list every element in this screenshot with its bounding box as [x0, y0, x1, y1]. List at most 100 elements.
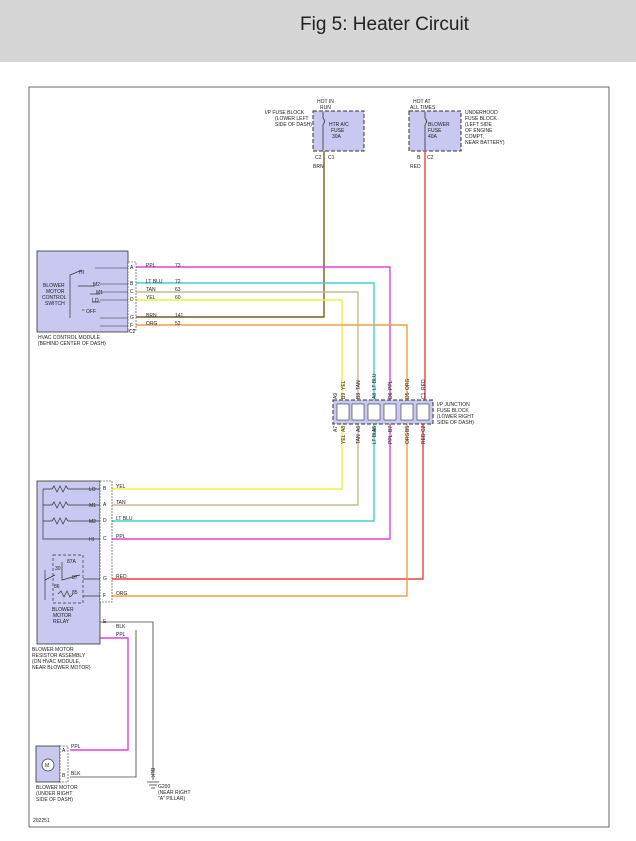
- junction-top-color-4: ORG: [405, 379, 411, 391]
- resistor-pin-e: E: [103, 619, 107, 625]
- underhood-l2: FUSE BLOCK: [465, 116, 497, 122]
- motor-wire-a: PPL: [71, 744, 81, 750]
- ground-wire-label: BLK: [149, 768, 155, 778]
- ip-fuse-block-l1: I/P FUSE BLOCK: [265, 110, 305, 116]
- wire-yel-top: [136, 299, 343, 400]
- control-wire-color-4: BRN: [146, 313, 157, 319]
- resistor-pin-c: C: [103, 536, 107, 542]
- junction-top-pin-4: D6: [388, 392, 394, 399]
- junction-bottom-color-3: PPL: [388, 434, 394, 444]
- assembly-label-l1: BLOWER MOTOR: [32, 647, 74, 653]
- wire-blk-resistor: [100, 621, 154, 780]
- blower-fuse-l3: 40A: [428, 134, 438, 140]
- header-bar: Fig 5: Heater Circuit: [0, 0, 636, 62]
- control-pin-g: G: [130, 315, 134, 321]
- resistor-pin-d: D: [103, 518, 107, 524]
- underhood-l5: COMPT,: [465, 134, 484, 140]
- motor-symbol: M: [45, 763, 49, 769]
- hvac-module-label-l2: (BEHIND CENTER OF DASH): [38, 341, 106, 347]
- motor-icon: [41, 758, 55, 772]
- control-pin-f: F: [130, 323, 133, 329]
- tap-m1: M1: [89, 503, 96, 509]
- control-pin-b: B: [130, 281, 134, 287]
- junction-bottom-pin-5: B5: [405, 426, 411, 432]
- junction-label-l1: I/P JUNCTION: [437, 402, 470, 408]
- resistor-wire-color-4: RED: [116, 574, 127, 580]
- control-pin-a: A: [130, 265, 134, 271]
- junction-label-l2: FUSE BLOCK: [437, 408, 469, 414]
- junction-top-pin-1: B9: [341, 393, 347, 399]
- switch-symbol-icon: [69, 269, 100, 318]
- control-circuit-5: 52: [175, 321, 181, 327]
- resistor-pin-f: F: [103, 593, 106, 599]
- junction-top-color-1: TAN: [356, 380, 362, 390]
- red-top-label: RED: [410, 164, 421, 170]
- pin-b-right: B: [417, 155, 421, 161]
- relay-pin-30: 30: [55, 566, 61, 572]
- resistor-wire-color-5: ORG: [116, 591, 128, 597]
- junction-label-l4: SIDE OF DASH): [437, 420, 474, 426]
- control-wire-color-2: TAN: [146, 287, 156, 293]
- relay-pin-87: 87: [72, 575, 78, 581]
- resistor-pin-b: B: [103, 486, 107, 492]
- blower-motor: M A PPL B BLK BLOWER MOTOR (UNDER RIGHT …: [35, 744, 81, 803]
- tap-lo: LO: [89, 487, 96, 493]
- assembly-label-l2: RESISTOR ASSEMBLY: [32, 653, 86, 659]
- wire-org-top: [136, 324, 408, 400]
- motor-label-l3: SIDE OF DASH): [36, 797, 73, 803]
- wire-tan-bottom: [112, 424, 359, 506]
- blower-fuse-l2: FUSE: [428, 128, 442, 134]
- ip-junction-block: I/P JUNCTION FUSE BLOCK (LOWER RIGHT SID…: [332, 399, 474, 426]
- junction-bottom-color-2: LT BLU: [372, 427, 378, 444]
- relay-pin-85: 85: [72, 590, 78, 596]
- hvac-control-module: BLOWER MOTOR CONTROL SWITCH HI M2 M1 LO …: [36, 250, 137, 347]
- wire-ltblu-top: [136, 282, 375, 400]
- wire-ppl-motor: [70, 637, 129, 751]
- junction-top-color-2: LT BLU: [372, 373, 378, 390]
- underhood-l6: NEAR BATTERY): [465, 140, 505, 146]
- relay-box: [52, 554, 84, 604]
- control-circuit-1: 72: [175, 279, 181, 285]
- switch-pos-m1: M1: [96, 290, 103, 296]
- junction-label-l3: (LOWER RIGHT: [437, 414, 474, 420]
- junction-bottom-color-1: TAN: [356, 434, 362, 444]
- underhood-l4: OF ENGINE: [465, 128, 493, 134]
- c2-right: C2: [427, 155, 434, 161]
- switch-label-l1: BLOWER: [43, 283, 65, 289]
- wire-blk-motor: [70, 630, 137, 778]
- junction-top-pin-0: A9: [333, 393, 339, 399]
- wire-brn: [136, 151, 325, 318]
- hot-in-run-l2: RUN: [320, 105, 331, 111]
- htr-fuse-l3: 30A: [332, 134, 342, 140]
- junction-bottom-pin-6: C2: [421, 425, 427, 432]
- resistor-pin-a: A: [103, 502, 107, 508]
- junction-top-color-5: RED: [421, 379, 427, 390]
- page-title: Fig 5: Heater Circuit: [300, 14, 469, 35]
- switch-pos-hi: HI: [79, 270, 84, 276]
- junction-top-pin-6: C1: [421, 392, 427, 399]
- motor-pin-a: A: [62, 748, 66, 754]
- resistor-wire-color-3: PPL: [116, 534, 126, 540]
- fuse-symbol-icon: [322, 117, 325, 126]
- switch-label-l4: SWITCH: [45, 301, 65, 307]
- motor-label-l2: (UNDER RIGHT: [36, 791, 72, 797]
- control-circuit-4: 141: [175, 313, 184, 319]
- ground-g200: BLK G200 (NEAR RIGHT "A" PILLAR): [147, 768, 191, 802]
- relay-coil-icon: [57, 590, 74, 598]
- junction-top-pin-3: A8: [372, 393, 378, 399]
- relay-label-l3: RELAY: [53, 619, 70, 625]
- assembly-label-l4: NEAR BLOWER MOTOR): [32, 665, 91, 671]
- ip-fuse-block-box: [312, 110, 365, 152]
- motor-label-l1: BLOWER MOTOR: [36, 785, 78, 791]
- switch-pos-m2: M2: [93, 282, 100, 288]
- underhood-fuse-block-box: [408, 110, 462, 152]
- control-pin-d: D: [130, 297, 134, 303]
- resistor-ppl-label: PPL: [116, 632, 126, 638]
- blower-resistor-assembly: 87A 30 87 86 85 BLOWER MOTOR RELAY BLOWE…: [32, 480, 126, 671]
- tap-hi: HI: [89, 537, 94, 543]
- motor-wire-b: BLK: [71, 771, 81, 777]
- control-wire-color-0: PPL: [146, 263, 156, 269]
- junction-top-pin-5: D5: [405, 392, 411, 399]
- control-pin-c: C: [130, 289, 134, 295]
